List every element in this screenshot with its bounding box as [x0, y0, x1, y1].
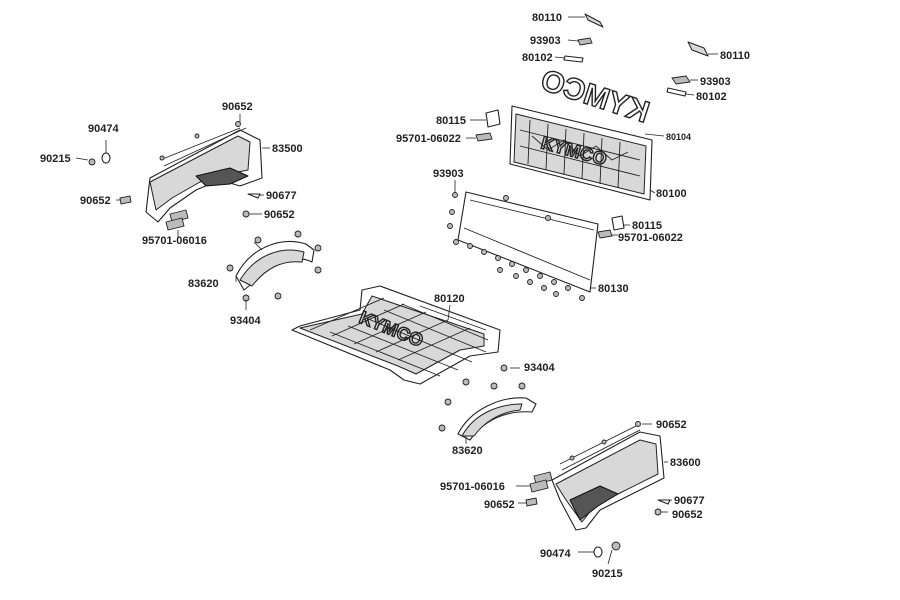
- label-95701-06022-top: 95701-06022: [396, 133, 461, 145]
- emblem-hardware-top: [554, 13, 604, 63]
- left-panel-hardware: [75, 121, 264, 238]
- label-90652-a: 90652: [222, 101, 253, 113]
- label-80110-right: 80110: [720, 50, 750, 62]
- label-90652-c: 90652: [264, 209, 295, 221]
- label-80100: 80100: [656, 188, 687, 200]
- label-90474-left: 90474: [88, 123, 119, 135]
- label-90652-e: 90652: [484, 499, 515, 511]
- label-95701-06016-right: 95701-06016: [440, 481, 505, 493]
- label-80115-top: 80115: [436, 115, 466, 127]
- label-95701-06016-left: 95701-06016: [142, 235, 207, 247]
- right-side-panel: [551, 423, 668, 531]
- label-90677-right: 90677: [674, 495, 705, 507]
- label-80104: 80104: [666, 132, 691, 142]
- label-80102-top: 80102: [522, 52, 553, 64]
- label-93404-right: 93404: [524, 362, 555, 374]
- label-80115-mid: 80115: [632, 220, 662, 232]
- label-90474-right: 90474: [540, 548, 571, 560]
- label-90215-left: 90215: [40, 153, 71, 165]
- label-93404-left: 93404: [230, 315, 261, 327]
- label-80120: 80120: [434, 293, 465, 305]
- label-90215-right: 90215: [592, 568, 623, 580]
- label-93903-mid: 93903: [433, 168, 464, 180]
- right-wheel-well: [457, 397, 537, 444]
- label-83620-right: 83620: [452, 445, 483, 457]
- label-90677-left: 90677: [266, 190, 297, 202]
- tailgate-panel: KYMCO: [509, 105, 656, 201]
- tailgate-inner-panel: [454, 180, 599, 293]
- label-83620-left: 83620: [188, 278, 219, 290]
- label-83500: 83500: [272, 143, 303, 155]
- left-wheel-well-clips: [226, 230, 322, 310]
- label-83600: 83600: [670, 457, 701, 469]
- part-labels: 80110 93903 80102 80110 93903 80102 8011…: [40, 12, 750, 580]
- bed-floor: KYMCO: [291, 285, 501, 385]
- left-wheel-well: [235, 241, 315, 291]
- left-side-panel: [145, 114, 270, 223]
- label-93903-right: 93903: [700, 76, 731, 88]
- right-panel-hardware: [516, 421, 672, 565]
- bracket-80115-mid: [597, 215, 630, 239]
- label-90652-b: 90652: [80, 195, 111, 207]
- bracket-80115-top: [466, 109, 501, 142]
- label-80102-right: 80102: [696, 91, 727, 103]
- inner-panel-screws: [447, 192, 585, 301]
- label-80110-top: 80110: [532, 12, 562, 24]
- label-95701-06022-mid: 95701-06022: [618, 232, 683, 244]
- emblem-hardware-right: [666, 41, 718, 97]
- label-80130: 80130: [598, 283, 629, 295]
- label-90652-f: 90652: [672, 509, 703, 521]
- label-90652-d: 90652: [656, 419, 687, 431]
- right-wheel-well-clips: [438, 364, 526, 432]
- label-93903-top: 93903: [530, 35, 561, 47]
